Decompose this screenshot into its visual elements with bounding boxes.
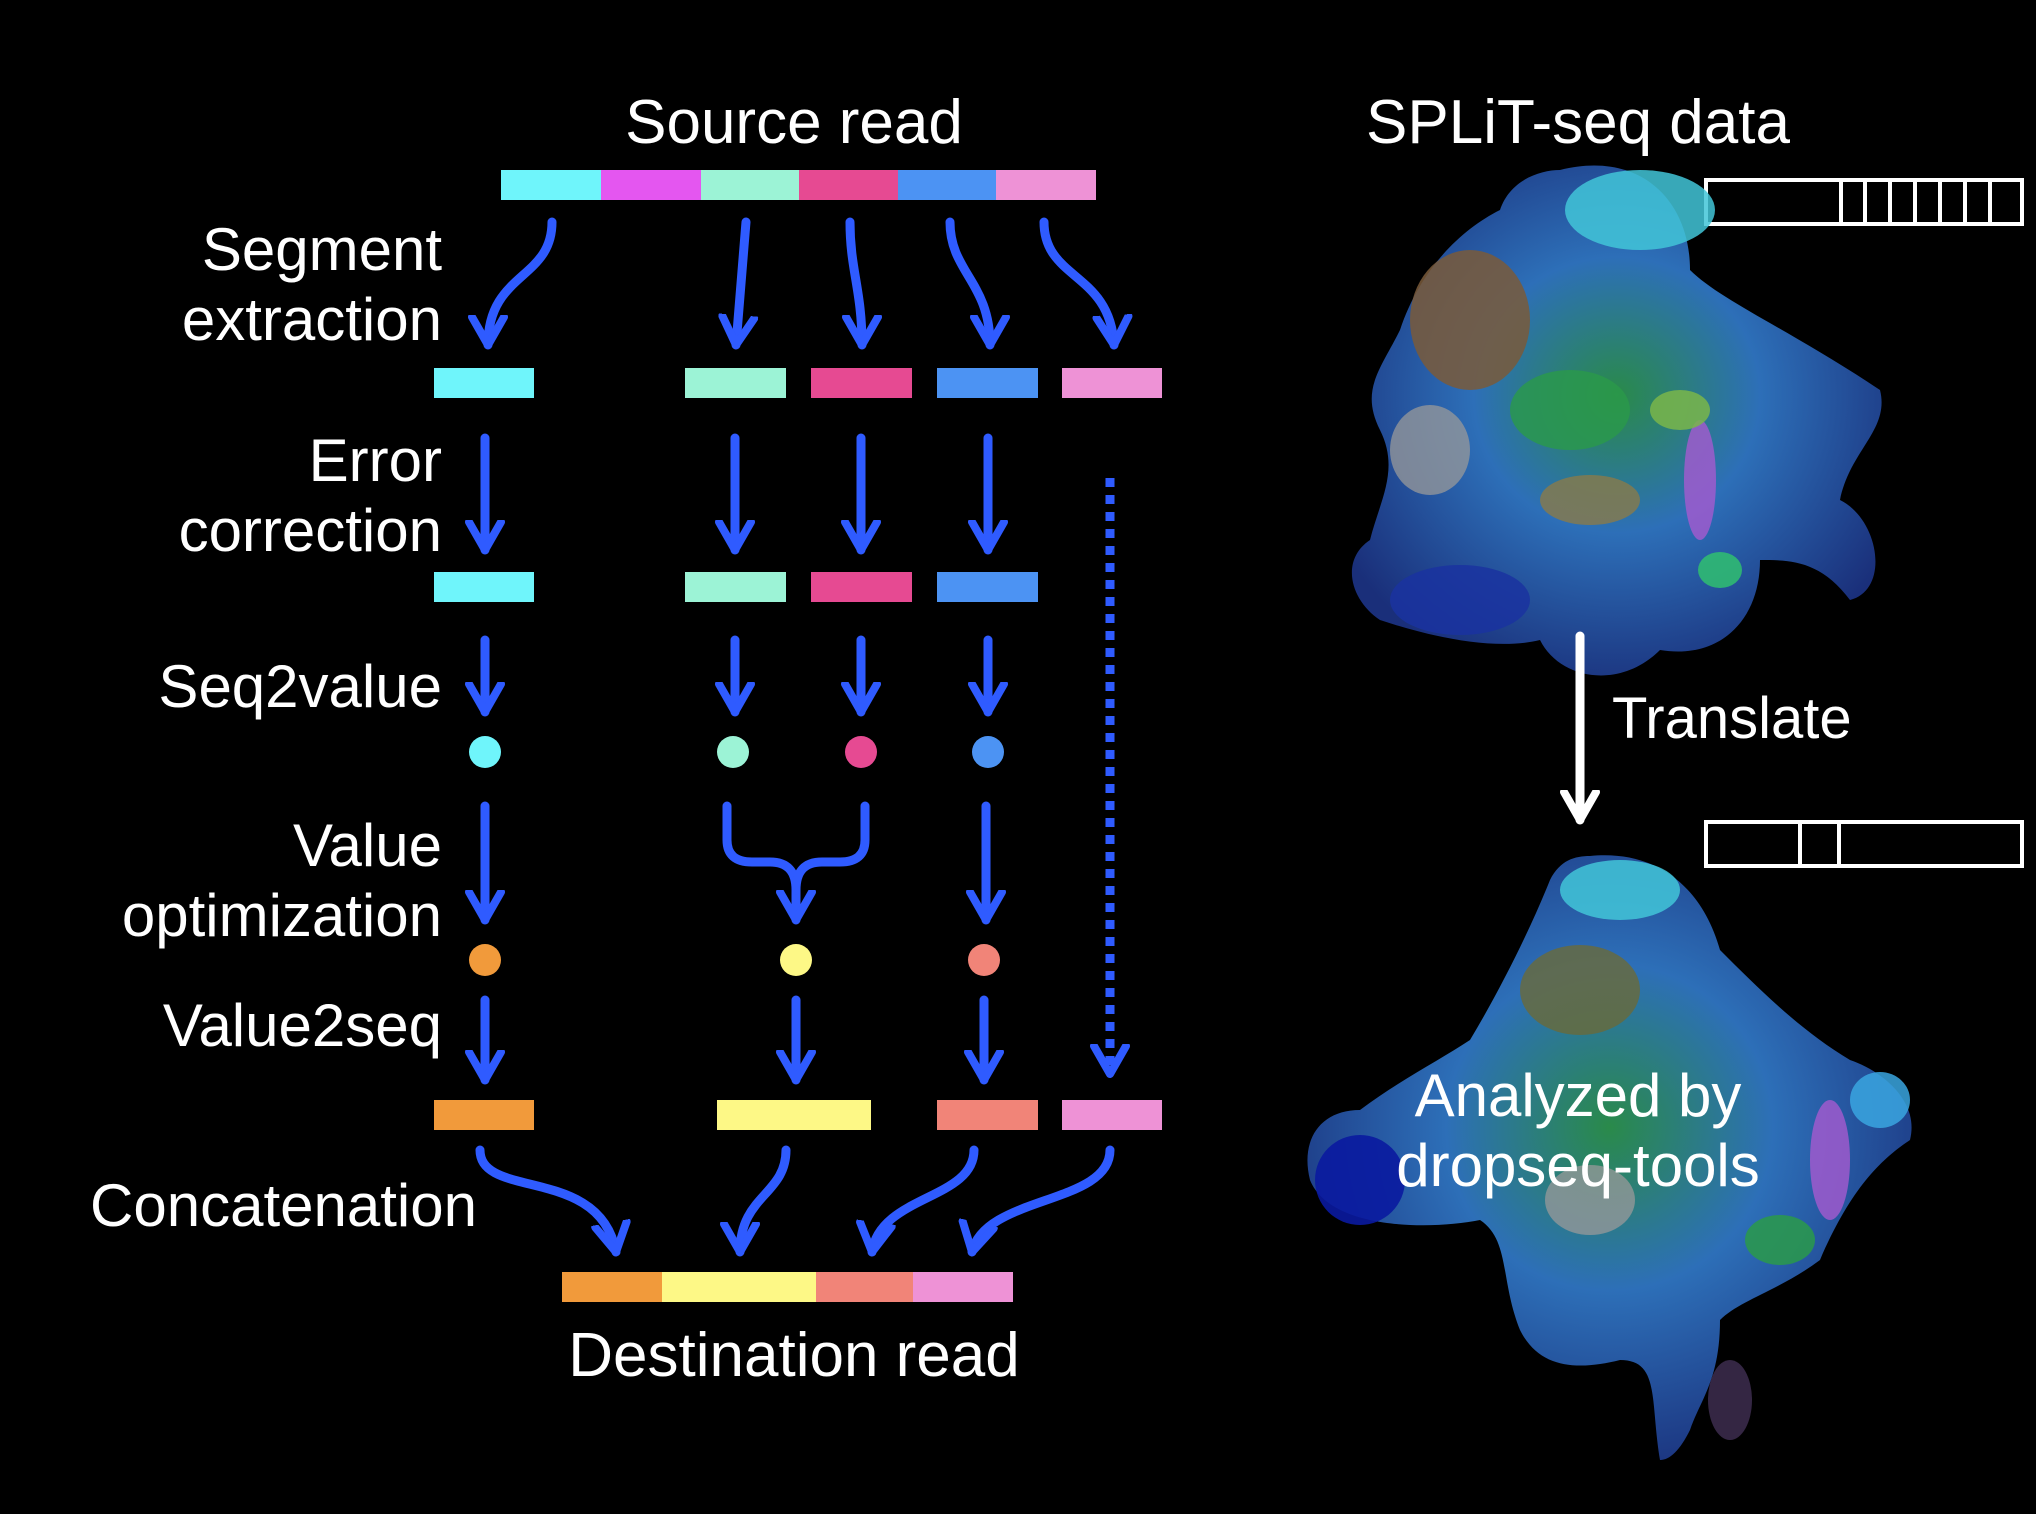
umap-top-cluster-teal — [1698, 552, 1742, 588]
umap-bottom-cluster-purple — [1810, 1100, 1850, 1220]
splitseq-title: SPLiT-seq data — [1366, 88, 1790, 157]
umap-top-cluster-purple — [1684, 420, 1716, 540]
v2s-segment-orange — [434, 1100, 534, 1130]
umap-bottom-cluster-grey — [1545, 1165, 1635, 1235]
v2s-segment-light-pink — [1062, 1100, 1162, 1130]
vo-merge-right — [791, 801, 870, 895]
value-dot-mint — [717, 736, 749, 768]
vo-merge-left — [722, 801, 796, 925]
analyzed-label-line2: dropseq-tools — [1396, 1132, 1760, 1199]
corrected-segments — [434, 572, 1038, 602]
concat-arrow-yellow — [740, 1145, 791, 1257]
umap-top-cluster-brown — [1410, 250, 1530, 390]
corrected-pink — [811, 572, 912, 602]
step-label-seq2value: Seq2value — [158, 653, 442, 720]
extract-arrow-mint — [736, 217, 746, 350]
optimized-dot-orange — [469, 944, 501, 976]
extracted-blue — [937, 368, 1038, 398]
value-dot-cyan — [469, 736, 501, 768]
extracted-mint — [685, 368, 786, 398]
extracted-light-pink — [1062, 368, 1162, 398]
umap-top-cluster-navy — [1390, 565, 1530, 635]
umap-top-cluster-cyan — [1565, 170, 1715, 250]
dest-segment-orange — [562, 1272, 662, 1302]
step-label-value2seq: Value2seq — [163, 992, 442, 1059]
source-segment-magenta — [601, 170, 701, 200]
dest-segment-salmon — [816, 1272, 913, 1302]
step-label-error: Error — [309, 427, 442, 494]
source-segment-pink — [799, 170, 898, 200]
concat-arrow-salmon — [872, 1145, 979, 1257]
umap-top-cluster-grey — [1390, 405, 1470, 495]
umap-bottom-outline — [1307, 855, 1912, 1460]
umap-bottom-cluster-cyan2 — [1850, 1072, 1910, 1128]
dest-segment-light-pink — [913, 1272, 1013, 1302]
source-segment-blue — [898, 170, 996, 200]
umap-top-cluster-olive — [1540, 475, 1640, 525]
extracted-segments — [434, 368, 1162, 398]
seq2value-arrows — [485, 635, 988, 717]
extract-arrow-light-pink — [1039, 217, 1114, 350]
value-optimization-arrows — [485, 801, 986, 925]
segment-extraction-arrows — [488, 217, 1114, 350]
step-label-segment: Segment — [202, 216, 442, 283]
concat-arrow-light-pink — [972, 1145, 1115, 1257]
concat-arrow-orange — [475, 1145, 616, 1257]
optimized-dot-yellow — [780, 944, 812, 976]
optimized-dots — [469, 944, 1000, 976]
step-label-optimization: optimization — [122, 882, 442, 949]
value-dot-blue — [972, 736, 1004, 768]
value-dots — [469, 736, 1004, 768]
step-label-correction: correction — [179, 497, 442, 564]
dest-segment-yellow — [662, 1272, 816, 1302]
umap-bottom-cluster-olive — [1520, 945, 1640, 1035]
translate-label: Translate — [1612, 686, 1852, 751]
corrected-blue — [937, 572, 1038, 602]
umap-bottom-cluster-cyan — [1560, 860, 1680, 920]
value-dot-pink — [845, 736, 877, 768]
error-correction-arrows — [485, 433, 988, 555]
corrected-cyan — [434, 572, 534, 602]
source-barcode-box — [1704, 178, 2024, 226]
umap-bottom-cluster-green — [1745, 1215, 1815, 1265]
destination-read-label: Destination read — [568, 1321, 1020, 1390]
v2s-segment-salmon — [937, 1100, 1038, 1130]
source-read-bar — [501, 170, 1096, 200]
umap-top-cluster-green — [1510, 370, 1630, 450]
umap-top-cluster-lime — [1650, 390, 1710, 430]
destination-read-bar — [562, 1272, 1013, 1302]
analyzed-label-line1: Analyzed by — [1415, 1062, 1742, 1129]
corrected-mint — [685, 572, 786, 602]
value2seq-arrows — [485, 995, 984, 1085]
source-read-label: Source read — [625, 88, 963, 157]
extracted-pink — [811, 368, 912, 398]
umap-bottom-cluster-dark — [1708, 1360, 1752, 1440]
extracted-cyan — [434, 368, 534, 398]
umap-plot-splitseq — [1351, 165, 1882, 676]
source-segment-mint — [701, 170, 799, 200]
umap-plot-translated — [1307, 855, 1912, 1460]
value2seq-segments — [434, 1100, 1162, 1130]
destination-barcode-box — [1704, 820, 2024, 868]
v2s-segment-yellow — [717, 1100, 871, 1130]
extract-arrow-cyan — [488, 217, 557, 350]
extract-arrow-blue — [945, 217, 990, 350]
source-segment-light-pink — [996, 170, 1096, 200]
source-segment-cyan — [501, 170, 601, 200]
step-label-value: Value — [293, 812, 442, 879]
umap-bottom-cluster-navy — [1315, 1135, 1405, 1225]
step-label-concatenation: Concatenation — [90, 1172, 477, 1239]
extract-arrow-pink — [850, 217, 862, 350]
concatenation-arrows — [475, 1145, 1115, 1257]
step-label-extraction: extraction — [182, 286, 442, 353]
optimized-dot-salmon — [968, 944, 1000, 976]
